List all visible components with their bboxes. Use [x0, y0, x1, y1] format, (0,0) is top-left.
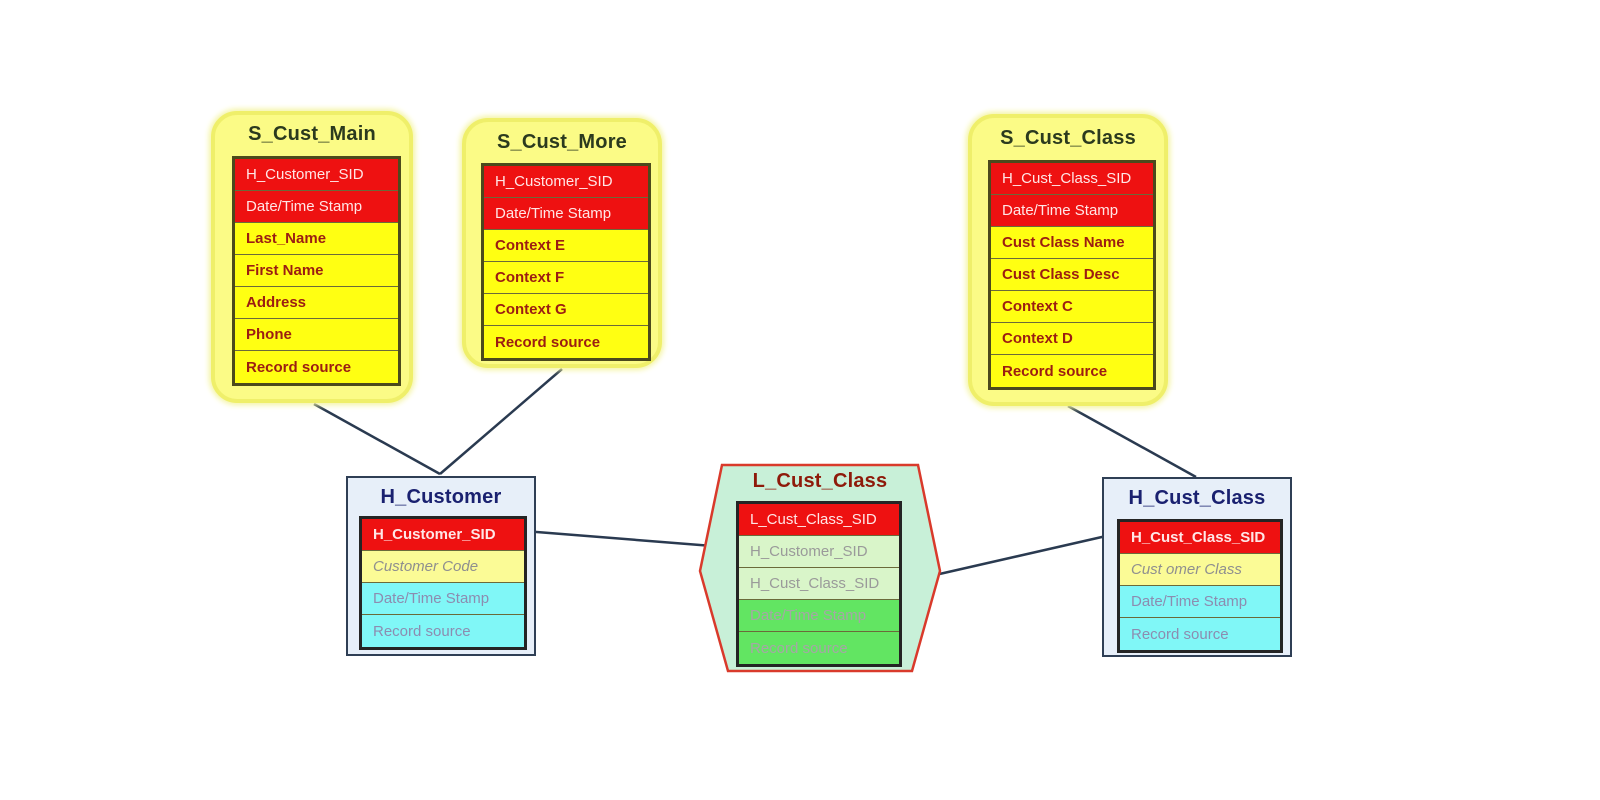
field-row[interactable]: Address: [235, 287, 398, 319]
connector-s-cust-main-to-h-customer: [313, 402, 441, 476]
link-field-list: L_Cust_Class_SID H_Customer_SID H_Cust_C…: [736, 501, 902, 667]
satellite-field-list: H_Customer_SID Date/Time Stamp Context E…: [481, 163, 651, 361]
field-row[interactable]: Context G: [484, 294, 648, 326]
field-row[interactable]: H_Customer_SID: [362, 519, 524, 551]
field-row[interactable]: L_Cust_Class_SID: [739, 504, 899, 536]
connector-s-cust-class-to-h-cust-class: [1067, 404, 1197, 479]
connector-s-cust-more-to-h-customer: [439, 368, 563, 475]
field-row[interactable]: Date/Time Stamp: [362, 583, 524, 615]
field-row[interactable]: Context D: [991, 323, 1153, 355]
field-row[interactable]: H_Cust_Class_SID: [1120, 522, 1280, 554]
field-row[interactable]: Record source: [235, 351, 398, 383]
field-row[interactable]: H_Customer_SID: [235, 159, 398, 191]
field-row[interactable]: Context F: [484, 262, 648, 294]
field-row[interactable]: Date/Time Stamp: [1120, 586, 1280, 618]
satellite-s-cust-more[interactable]: S_Cust_More H_Customer_SID Date/Time Sta…: [462, 118, 662, 368]
field-row[interactable]: H_Cust_Class_SID: [991, 163, 1153, 195]
field-row[interactable]: Phone: [235, 319, 398, 351]
field-row[interactable]: Record source: [362, 615, 524, 647]
hub-field-list: H_Cust_Class_SID Cust omer Class Date/Ti…: [1117, 519, 1283, 653]
hub-h-cust-class[interactable]: H_Cust_Class H_Cust_Class_SID Cust omer …: [1102, 477, 1292, 657]
satellite-s-cust-class[interactable]: S_Cust_Class H_Cust_Class_SID Date/Time …: [968, 114, 1168, 406]
satellite-title: S_Cust_Class: [1000, 127, 1136, 149]
field-row[interactable]: H_Customer_SID: [484, 166, 648, 198]
field-row[interactable]: Context C: [991, 291, 1153, 323]
field-row[interactable]: Record source: [991, 355, 1153, 387]
field-row[interactable]: Cust Class Name: [991, 227, 1153, 259]
field-row[interactable]: Date/Time Stamp: [484, 198, 648, 230]
satellite-field-list: H_Cust_Class_SID Date/Time Stamp Cust Cl…: [988, 160, 1156, 390]
field-row[interactable]: First Name: [235, 255, 398, 287]
hub-h-customer[interactable]: H_Customer H_Customer_SID Customer Code …: [346, 476, 536, 656]
connector-h-customer-to-link: [523, 529, 739, 550]
satellite-title: S_Cust_Main: [248, 123, 376, 145]
field-row[interactable]: Date/Time Stamp: [235, 191, 398, 223]
field-row[interactable]: Last_Name: [235, 223, 398, 255]
satellite-field-list: H_Customer_SID Date/Time Stamp Last_Name…: [232, 156, 401, 386]
field-row[interactable]: H_Cust_Class_SID: [739, 568, 899, 600]
satellite-s-cust-main[interactable]: S_Cust_Main H_Customer_SID Date/Time Sta…: [211, 111, 413, 403]
field-row[interactable]: Cust omer Class: [1120, 554, 1280, 586]
field-row[interactable]: Customer Code: [362, 551, 524, 583]
field-row[interactable]: Record source: [739, 632, 899, 664]
hub-title: H_Customer: [380, 486, 502, 508]
field-row[interactable]: Date/Time Stamp: [739, 600, 899, 632]
field-row[interactable]: Record source: [1120, 618, 1280, 650]
field-row[interactable]: Context E: [484, 230, 648, 262]
link-l-cust-class[interactable]: L_Cust_Class L_Cust_Class_SID H_Customer…: [698, 463, 942, 673]
hub-title: H_Cust_Class: [1128, 487, 1266, 509]
link-title: L_Cust_Class: [752, 470, 888, 492]
field-row[interactable]: Cust Class Desc: [991, 259, 1153, 291]
hub-field-list: H_Customer_SID Customer Code Date/Time S…: [359, 516, 527, 650]
field-row[interactable]: H_Customer_SID: [739, 536, 899, 568]
field-row[interactable]: Record source: [484, 326, 648, 358]
field-row[interactable]: Date/Time Stamp: [991, 195, 1153, 227]
satellite-title: S_Cust_More: [496, 131, 627, 153]
